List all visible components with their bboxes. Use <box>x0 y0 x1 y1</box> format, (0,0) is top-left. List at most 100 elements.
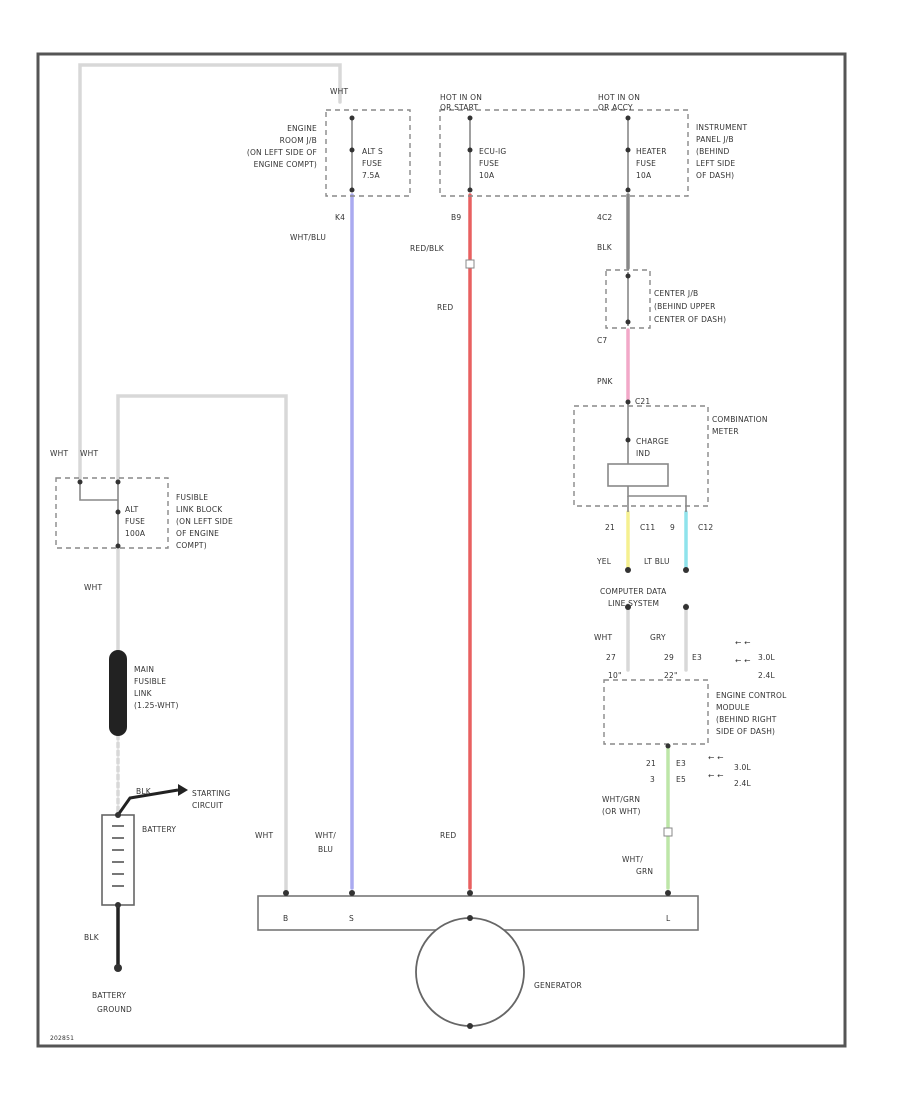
alt-s-name-2: FUSE <box>362 159 382 168</box>
computer-data-1: COMPUTER DATA <box>600 587 667 596</box>
ecm-2: MODULE <box>716 703 750 712</box>
figure-id: 202851 <box>50 1035 74 1042</box>
pnk-color-label: PNK <box>597 377 614 386</box>
variant-top-1: 3.0L <box>758 653 776 662</box>
ign-pin-label: B9 <box>451 213 461 222</box>
starting-circuit-wire <box>116 788 179 816</box>
sense-color-label: WHT/BLU <box>290 233 326 242</box>
fusible-wire-2: WHT <box>80 449 98 458</box>
generator-label: GENERATOR <box>534 981 582 990</box>
variant-bot-2: 2.4L <box>734 779 752 788</box>
battery-ground-2: GROUND <box>97 1005 132 1014</box>
ltblu-color-label: LT BLU <box>644 557 670 566</box>
wht-color-label: WHT <box>594 633 612 642</box>
alt-s-hot-label: WHT <box>330 87 348 96</box>
s-wire-1: WHT/ <box>315 831 336 840</box>
ip-jb-label-2: PANEL J/B <box>696 135 734 144</box>
gen-term-l-label: L <box>666 914 671 923</box>
ecm-1: ENGINE CONTROL <box>716 691 787 700</box>
instrument-panel-jb-box <box>439 109 689 197</box>
gry-color-label: GRY <box>650 633 666 642</box>
ecm-wire-1: WHT/GRN <box>602 795 640 804</box>
ign-color2-label: RED <box>437 303 453 312</box>
main-fusible-3: LINK <box>134 689 153 698</box>
wht-b-terminal-wire <box>116 394 288 892</box>
ground-point <box>114 964 122 972</box>
charge-indicator-lamp <box>607 399 687 512</box>
starting-circuit-1: STARTING <box>192 789 230 798</box>
starting-wire-label: BLK <box>136 787 152 796</box>
wht-feed-wire <box>78 63 342 482</box>
er-jb-label-3: (ON LEFT SIDE OF <box>247 148 317 157</box>
ecm-4: SIDE OF DASH) <box>716 727 775 736</box>
gen-top-terminal <box>467 915 473 921</box>
heater-pin-label: 4C2 <box>597 213 612 222</box>
battery-ground-1: BATTERY <box>92 991 126 1000</box>
ig-wire-label: RED <box>440 831 456 840</box>
starting-circuit-2: CIRCUIT <box>192 801 223 810</box>
ecu-ig-fuse <box>467 115 473 193</box>
grn-conn2-label: 22" <box>664 671 678 680</box>
ip-jb-label-5: OF DASH) <box>696 171 734 180</box>
data-terminal-1 <box>625 604 631 610</box>
flb-label-4: OF ENGINE <box>176 529 219 538</box>
ecu-ig-name-3: 10A <box>479 171 495 180</box>
center-jb-box <box>605 269 651 329</box>
fusible-wire-1: WHT <box>50 449 68 458</box>
gen-bottom-terminal <box>467 1023 473 1029</box>
wht-pin-label: 27 <box>606 653 616 662</box>
variant-top-2: 2.4L <box>758 671 776 680</box>
ecu-ig-hot-1: HOT IN ON <box>440 93 482 102</box>
center-jb-connector <box>625 272 631 326</box>
b-wire-label: WHT <box>255 831 273 840</box>
main-fusible-4: (1.25-WHT) <box>134 701 179 710</box>
gen-term-s-label: S <box>349 914 354 923</box>
ecu-ig-hot-2: OR START <box>440 103 478 112</box>
gen-terminal-s <box>349 890 355 896</box>
diagram-frame <box>36 52 847 1048</box>
flb-label-5: COMPT) <box>176 541 207 550</box>
heater-name-2: FUSE <box>636 159 656 168</box>
ecm-3: (BEHIND RIGHT <box>716 715 777 724</box>
generator-symbol <box>415 917 525 1027</box>
wht-conn-label: 10" <box>608 671 622 680</box>
fusible-wht-label: WHT <box>84 583 102 592</box>
main-fusible-2: FUSIBLE <box>134 677 166 686</box>
heater-name-3: 10A <box>636 171 652 180</box>
alt-s-fuse <box>349 115 355 193</box>
data-terminal-2 <box>683 604 689 610</box>
alt-fusible-name-2: FUSE <box>125 517 145 526</box>
heater-color-label: BLK <box>597 243 613 252</box>
gen-terminal-ig <box>467 890 473 896</box>
er-jb-label-2: ROOM J/B <box>280 136 317 145</box>
arrow-bot-1: ← ← <box>708 753 724 762</box>
ecm-wire-2: (OR WHT) <box>602 807 641 816</box>
yel-pin-label: 21 <box>605 523 615 532</box>
l-wire-1: WHT/ <box>622 855 643 864</box>
charge-ind-1: CHARGE <box>636 437 669 446</box>
flb-label-3: (ON LEFT SIDE <box>176 517 233 526</box>
gen-terminal-l <box>665 890 671 896</box>
gen-terminal-b <box>283 890 289 896</box>
main-fusible-link <box>109 650 127 736</box>
alt-s-name-3: 7.5A <box>362 171 381 180</box>
ecm-conn1-label: E3 <box>676 759 686 768</box>
er-jb-label-1: ENGINE <box>287 124 317 133</box>
engine-room-jb-box <box>325 109 411 197</box>
ecm-box <box>603 679 709 745</box>
alt-fusible-name-1: ALT <box>125 505 139 514</box>
yel-conn-label: C11 <box>640 523 655 532</box>
battery-label: BATTERY <box>142 825 176 834</box>
comb-meter-1: COMBINATION <box>712 415 768 424</box>
ecm-conn2-label: E5 <box>676 775 686 784</box>
center-jb-2: (BEHIND UPPER <box>654 302 716 311</box>
ecm-pin1-label: 21 <box>646 759 656 768</box>
er-jb-label-4: ENGINE COMPT) <box>254 160 317 169</box>
gnd-wire-label: BLK <box>84 933 100 942</box>
grn-conn-label: E3 <box>692 653 702 662</box>
arrow-top-2: ← ← <box>735 656 751 665</box>
ip-jb-label-3: (BEHIND <box>696 147 729 156</box>
alt-fusible-name-3: 100A <box>125 529 146 538</box>
